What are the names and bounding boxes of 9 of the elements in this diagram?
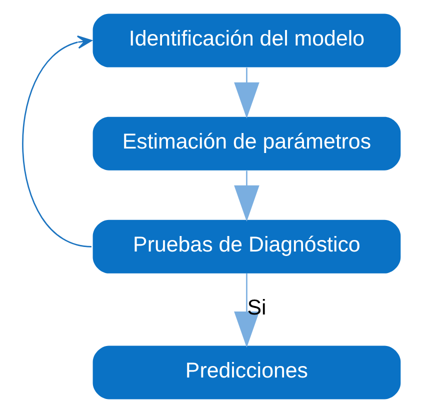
arrow	[234, 68, 259, 119]
arrow	[234, 170, 259, 222]
edge-label: Si	[246, 296, 266, 320]
node-box: Pruebas de Diagnóstico	[92, 220, 400, 274]
arrow	[234, 274, 259, 348]
arrow	[22, 35, 92, 248]
node-box: Estimación de parámetros	[92, 116, 400, 170]
node-box: Identificación del modelo	[92, 14, 400, 68]
node-box: Predicciones	[92, 346, 400, 400]
